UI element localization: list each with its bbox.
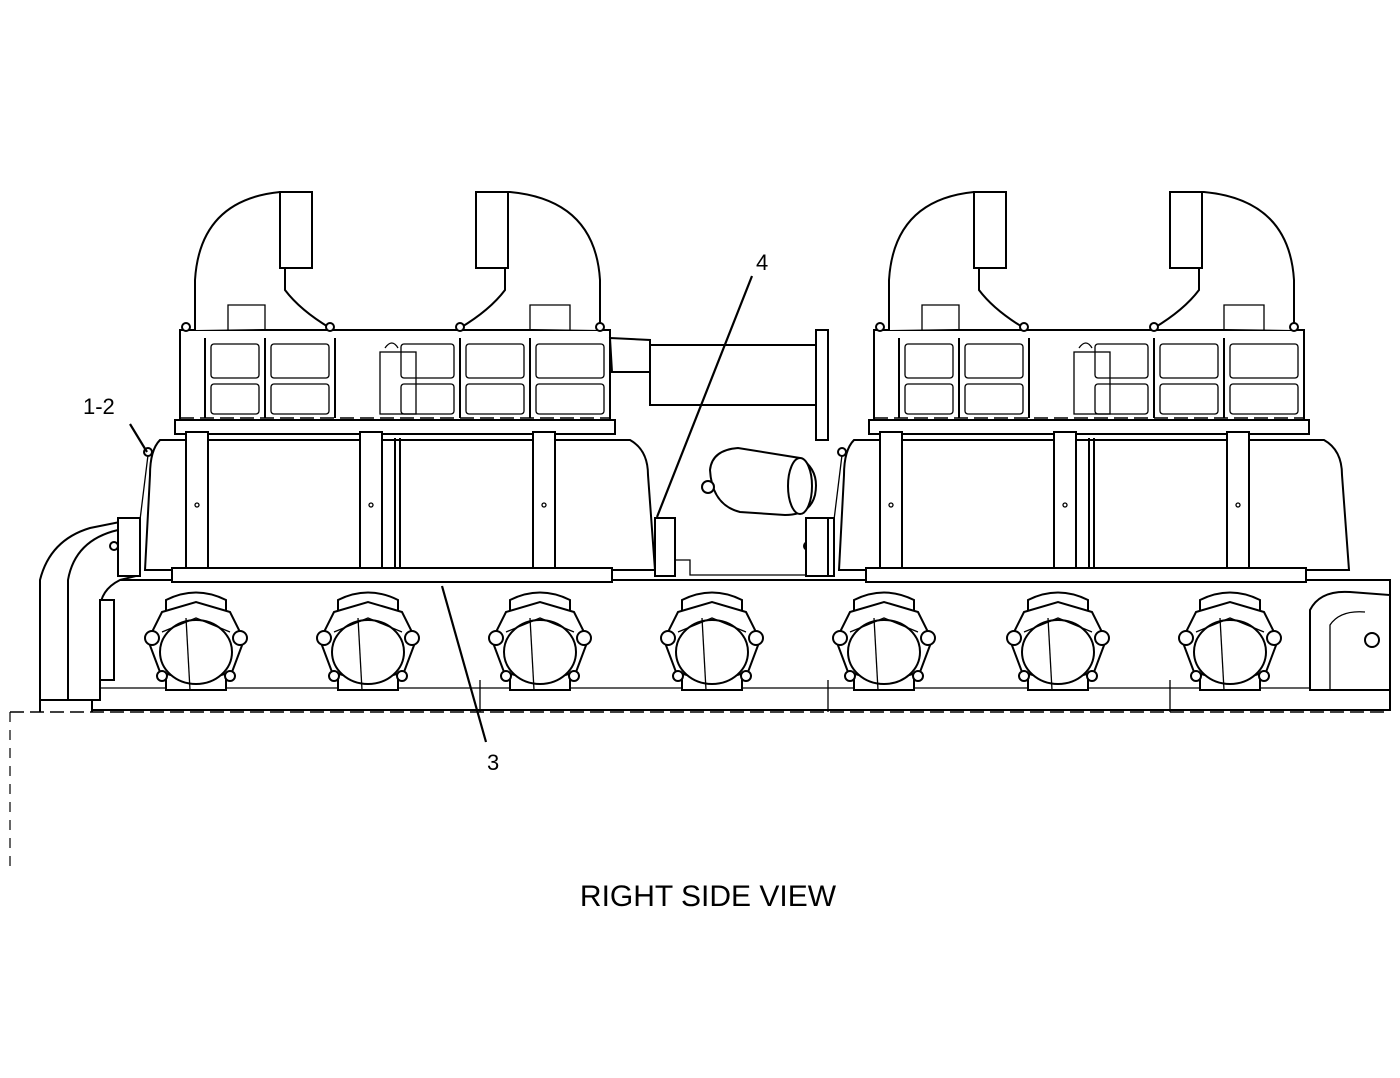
view-title: RIGHT SIDE VIEW [580,880,837,913]
flange-plate [174,419,616,435]
intake-ports [144,591,1282,691]
bolt [232,630,248,646]
bolt [832,630,848,646]
bolt [1149,322,1159,332]
bolt [144,630,160,646]
bolt [576,630,592,646]
bolt [672,670,684,682]
bolt [224,670,236,682]
bolt [1019,322,1029,332]
bolt [1190,670,1202,682]
lower-flange [865,567,1307,583]
bolt [748,630,764,646]
bolt [912,670,924,682]
cooler-core [109,431,657,583]
intake-port [488,591,592,691]
elbow-flange [973,191,1007,269]
callout-leaders [129,275,754,743]
bolt [875,322,885,332]
bolt [488,630,504,646]
bolt [156,670,168,682]
bolt [1006,630,1022,646]
flange-plate [868,419,1310,435]
turbo-elbows [875,191,1299,349]
bolt [1086,670,1098,682]
bolt [404,630,420,646]
aftercooler-assemblies [109,191,1351,583]
bolt [920,630,936,646]
right-end-elbow [1309,590,1391,691]
bolt [181,322,191,332]
intake-port [1006,591,1110,691]
front-aftercooler-assembly [109,191,657,583]
retaining-strap [532,431,556,579]
bolt [1289,322,1299,332]
leader-4 [655,275,754,518]
bolt [328,670,340,682]
retaining-strap [359,431,383,579]
bolt [1094,630,1110,646]
retaining-strap [1053,431,1077,579]
bolt [595,322,605,332]
leader-3 [440,585,488,743]
crossover-pipe [608,329,829,577]
bolt [1178,630,1194,646]
bolt [660,630,676,646]
retaining-strap [879,431,903,579]
callout-1-2: 1-2 [83,394,115,419]
bolt [109,541,119,551]
bolt [455,322,465,332]
end-bracket [117,517,141,577]
lower-flange [171,567,613,583]
bolt [837,447,847,457]
bolt [396,670,408,682]
bolt [844,670,856,682]
leader-1-2 [129,423,148,453]
rear-aftercooler-assembly [803,191,1351,583]
bolt [1258,670,1270,682]
bolt [568,670,580,682]
bolt [740,670,752,682]
retaining-strap [1226,431,1250,579]
bolt [1266,630,1282,646]
elbow-flange [1169,191,1203,269]
bolt [500,670,512,682]
intake-port [832,591,936,691]
turbo-elbows [181,191,605,349]
callout-4: 4 [756,250,768,275]
elbow-flange [475,191,509,269]
bolt [316,630,332,646]
callout-3: 3 [487,750,499,775]
intake-port [144,591,248,691]
intake-port [660,591,764,691]
elbow-flange [279,191,313,269]
retaining-strap [185,431,209,579]
callout-labels: 1-2 3 4 [83,250,768,775]
bolt [325,322,335,332]
intake-port [1178,591,1282,691]
bolt [1018,670,1030,682]
cooler-core [803,431,1351,583]
intake-port [316,591,420,691]
